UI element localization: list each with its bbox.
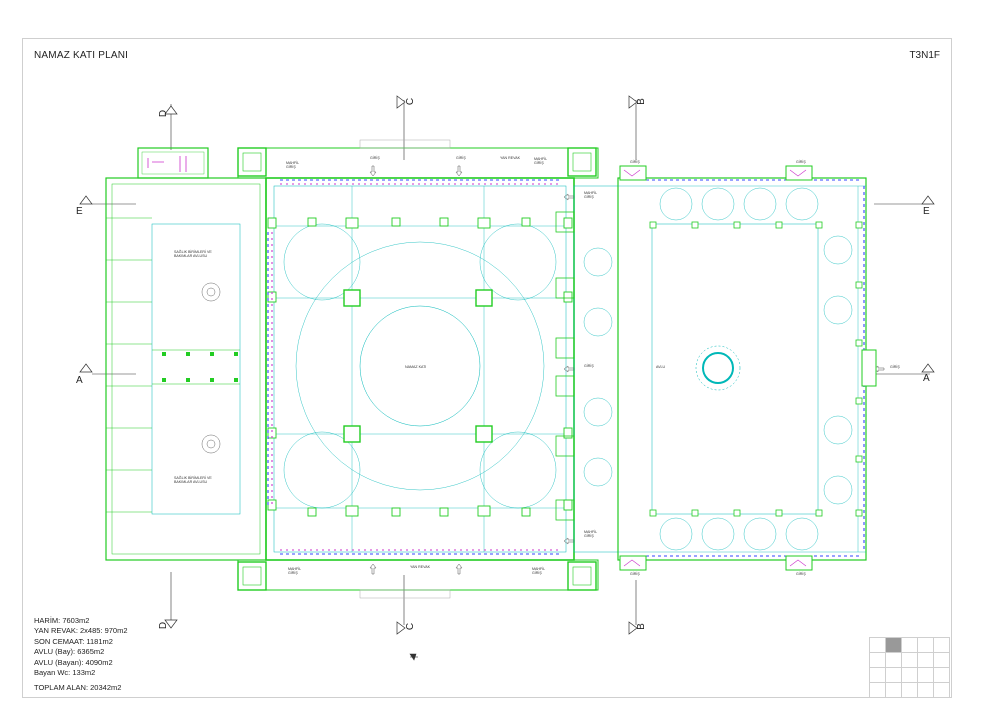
area-avlu-bay: AVLU (Bay): 6365m2 — [34, 647, 105, 657]
section-triangle-d-top — [164, 105, 178, 115]
sadirvan — [702, 352, 734, 384]
room-label-wc-bottom: SAĞLIK BİRİMLERİ VE BAKIMLAR AVLUSU — [174, 476, 212, 484]
area-son-cemaat: SON CEMAAT: 1181m2 — [34, 636, 113, 646]
room-label-giris-east: GİRİŞ — [890, 365, 900, 369]
main-piers — [343, 289, 493, 443]
narthex — [555, 185, 619, 553]
drawing-sheet-border — [22, 38, 952, 698]
area-harim: HARİM: 7603m2 — [34, 616, 90, 625]
sheet-index-cell — [917, 652, 934, 668]
courtyard-gate-details — [623, 169, 807, 567]
sheet-index-cell — [901, 637, 918, 653]
area-legend: HARİM: 7603m2 YAN REVAK: 2x485: 970m2 SO… — [34, 616, 128, 694]
section-triangle-e-right — [921, 195, 935, 205]
room-label-yan-revak-bottom: YAN REVAK — [410, 565, 431, 569]
sheet-index-cell — [933, 667, 950, 683]
sheet-index-cell — [869, 637, 886, 653]
sheet-index-grid — [869, 637, 951, 698]
room-label-namaz-kati: NAMAZ KATI — [405, 365, 427, 369]
courtyard-gates — [619, 165, 877, 571]
sheet-index-cell — [869, 682, 886, 698]
sheet-index-cell — [917, 637, 934, 653]
section-label-a-right: A — [923, 373, 930, 384]
section-label-c-top: C — [405, 97, 417, 106]
section-label-e-right: E — [923, 206, 930, 217]
room-label-giris-top-2: GİRİŞ — [456, 156, 466, 160]
fountain-top — [201, 282, 221, 302]
section-triangle-b-top — [628, 95, 638, 109]
sheet-index-cell — [885, 652, 902, 668]
stair-tower — [137, 147, 209, 179]
room-label-mahfil-giris-5: MAHFİL GİRİŞ — [288, 567, 302, 575]
fountain-bottom — [201, 434, 221, 454]
sheet-index-cell — [885, 667, 902, 683]
room-label-mahfil-giris-3: MAHFİL GİRİŞ — [584, 191, 598, 199]
room-label-mahfil-giris-2: MAHFİL GİRİŞ — [534, 157, 548, 165]
sheet-title: NAMAZ KATI PLANI — [34, 50, 129, 61]
section-label-c-bottom: C — [405, 622, 417, 631]
minaret-bases — [237, 147, 597, 591]
area-yan-revak: YAN REVAK: 2x485: 970m2 — [34, 626, 128, 636]
prayer-hall — [265, 177, 575, 561]
section-triangle-a-left — [79, 363, 93, 373]
sheet-index-cell — [869, 652, 886, 668]
room-label-giris-gate-1: GİRİŞ — [630, 160, 640, 164]
room-label-yan-revak-top: YAN REVAK — [500, 156, 521, 160]
area-avlu-bayan: AVLU (Bayan): 4090m2 — [34, 657, 113, 667]
sheet-index-cell — [901, 682, 918, 698]
section-label-b-bottom: B — [635, 623, 647, 630]
sheet-index-cell — [933, 652, 950, 668]
sheet-index-cell — [933, 637, 950, 653]
section-label-a-left: A — [76, 375, 83, 386]
room-label-giris-narthex: GİRİŞ — [584, 364, 594, 368]
room-label-giris-gate-4: GİRİŞ — [796, 572, 806, 576]
room-label-giris-gate-2: GİRİŞ — [796, 160, 806, 164]
north-arrow — [409, 653, 418, 661]
section-label-d-bottom: D — [158, 621, 170, 630]
sheet-index-cell — [885, 682, 902, 698]
section-triangle-b-bottom — [628, 621, 638, 635]
sheet-index-cell — [901, 667, 918, 683]
section-triangle-a-right — [921, 363, 935, 373]
sheet-index-cell — [901, 652, 918, 668]
room-label-avlu: AVLU — [656, 365, 666, 369]
entrance-arrows — [369, 165, 885, 575]
courtyard — [583, 177, 867, 561]
room-label-mahfil-giris-6: MAHFİL GİRİŞ — [532, 567, 546, 575]
section-label-e-left: E — [76, 206, 83, 217]
area-toplam: TOPLAM ALAN: 20342m2 — [34, 683, 122, 693]
sheet-index-cell — [869, 667, 886, 683]
section-label-d-top: D — [158, 109, 170, 118]
room-label-giris-gate-3: GİRİŞ — [630, 572, 640, 576]
sheet-index-cell — [933, 682, 950, 698]
sheet-index-cell — [917, 682, 934, 698]
sheet-index-cell — [917, 667, 934, 683]
section-triangle-d-bottom — [164, 619, 178, 629]
area-bayan-wc: Bayan Wc: 133m2 — [34, 668, 96, 678]
window-strips — [267, 179, 560, 555]
section-triangle-e-left — [79, 195, 93, 205]
section-label-b-top: B — [635, 98, 647, 105]
room-label-mahfil-giris-1: MAHFİL GİRİŞ — [286, 161, 300, 169]
section-triangle-c-top — [396, 95, 406, 109]
section-triangle-c-bottom — [396, 621, 406, 635]
room-label-wc-top: SAĞLIK BİRİMLERİ VE BAKIMLAR AVLUSU — [174, 250, 212, 258]
sheet-index-cell — [885, 637, 902, 653]
sheet-code: T3N1F — [909, 50, 940, 61]
room-label-mahfil-giris-4: MAHFİL GİRİŞ — [584, 530, 598, 538]
left-wing — [105, 177, 267, 561]
room-label-giris-top: GİRİŞ — [370, 156, 380, 160]
